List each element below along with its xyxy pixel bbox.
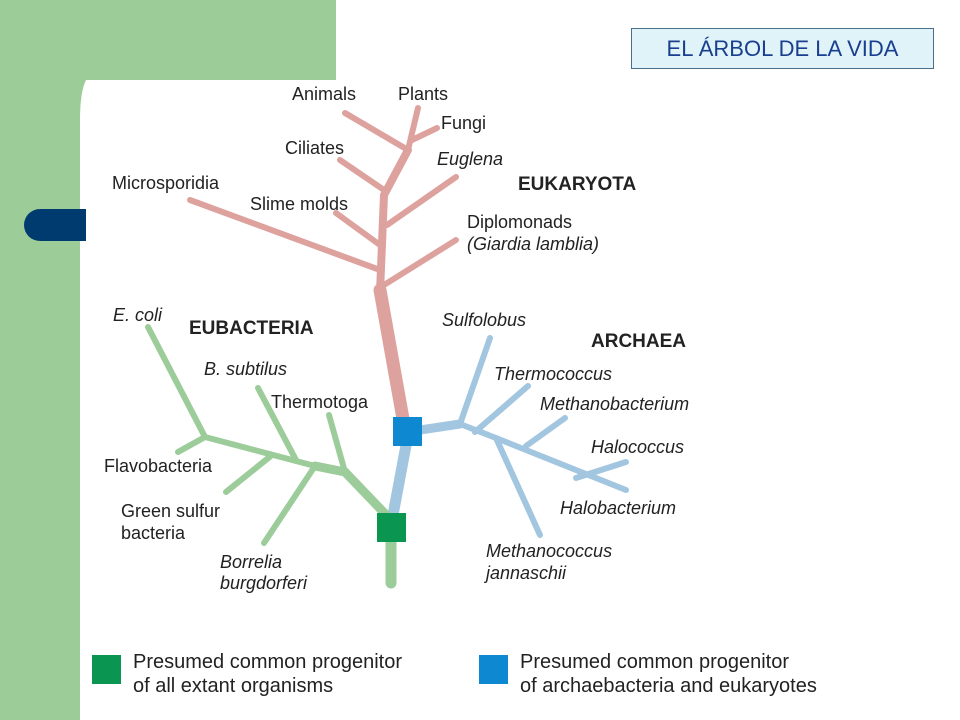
branch-diplomonads <box>381 237 459 288</box>
legend-green-swatch <box>92 655 121 684</box>
group-label-eukaryota: EUKARYOTA <box>518 174 637 195</box>
branch-ciliates <box>337 157 387 193</box>
branch-slime-molds <box>333 210 383 248</box>
group-label-archaea: ARCHAEA <box>591 331 686 352</box>
branch-euglena <box>384 174 459 228</box>
branch-green-sulfur <box>223 452 275 495</box>
group-label-eubacteria: EUBACTERIA <box>189 318 314 339</box>
branch-methanobacterium <box>523 415 568 449</box>
branch-halococcus <box>573 459 629 481</box>
branch-thermotoga <box>326 412 348 475</box>
legend-blue-swatch <box>479 655 508 684</box>
label-diplomonads: Diplomonads <box>467 212 572 232</box>
legend: Presumed common progenitor of all extant… <box>92 651 817 697</box>
branch-fungi <box>409 125 440 143</box>
label-flavobacteria: Flavobacteria <box>104 456 213 476</box>
legend-blue-line2: of archaebacteria and eukaryotes <box>520 675 817 697</box>
eukaryota-branches <box>187 105 459 437</box>
common-progenitor-marker <box>377 513 406 542</box>
eukarya-archaea-progenitor-marker <box>393 417 422 446</box>
branch-bsubtilus <box>255 385 299 463</box>
label-fungi: Fungi <box>441 113 486 133</box>
label-borrelia: Borrelia <box>220 552 282 572</box>
label-burgdorferi: burgdorferi <box>220 573 308 593</box>
branch-borrelia <box>261 463 318 546</box>
label-halobacterium: Halobacterium <box>560 498 676 518</box>
branch-methanococcus <box>493 435 543 538</box>
label-green-sulfur-bacteria: bacteria <box>121 523 186 543</box>
branch-thermococcus <box>472 383 531 435</box>
archaea-branches <box>387 335 629 538</box>
branch-animals <box>342 110 411 153</box>
branch-sulfolobus <box>457 335 493 427</box>
label-slime-molds: Slime molds <box>250 194 348 214</box>
label-sulfolobus: Sulfolobus <box>442 310 526 330</box>
label-microsporidia: Microsporidia <box>112 173 220 193</box>
label-animals: Animals <box>292 84 356 104</box>
slide-title: EL ÁRBOL DE LA VIDA <box>631 28 934 69</box>
label-ciliates: Ciliates <box>285 138 344 158</box>
legend-green-line1: Presumed common progenitor <box>133 651 402 673</box>
legend-green-line2: of all extant organisms <box>133 675 333 697</box>
label-halococcus: Halococcus <box>591 437 684 457</box>
label-ecoli: E. coli <box>113 305 163 325</box>
label-green-sulfur: Green sulfur <box>121 501 220 521</box>
eubacteria-branches <box>145 324 397 589</box>
label-thermotoga: Thermotoga <box>271 392 369 412</box>
label-plants: Plants <box>398 84 448 104</box>
legend-blue-line1: Presumed common progenitor <box>520 651 789 673</box>
branch-flavobacteria <box>175 434 208 455</box>
branch-ecoli <box>145 324 208 440</box>
eukaryota-trunk <box>373 283 412 437</box>
label-euglena: Euglena <box>437 149 503 169</box>
branch-microsporidia <box>187 197 383 273</box>
label-methanobacterium: Methanobacterium <box>540 394 689 414</box>
label-giardia: (Giardia lamblia) <box>467 234 599 254</box>
eubacteria-trunk <box>310 461 396 525</box>
label-thermococcus: Thermococcus <box>494 364 612 384</box>
archaea-stem <box>415 419 465 435</box>
archaea-trunk <box>387 434 413 521</box>
label-jannaschii: jannaschii <box>483 563 567 583</box>
eukaryota-stem <box>376 146 412 296</box>
branch-plants <box>405 105 421 153</box>
label-methanococcus: Methanococcus <box>486 541 612 561</box>
label-bsubtilus: B. subtilus <box>204 359 287 379</box>
